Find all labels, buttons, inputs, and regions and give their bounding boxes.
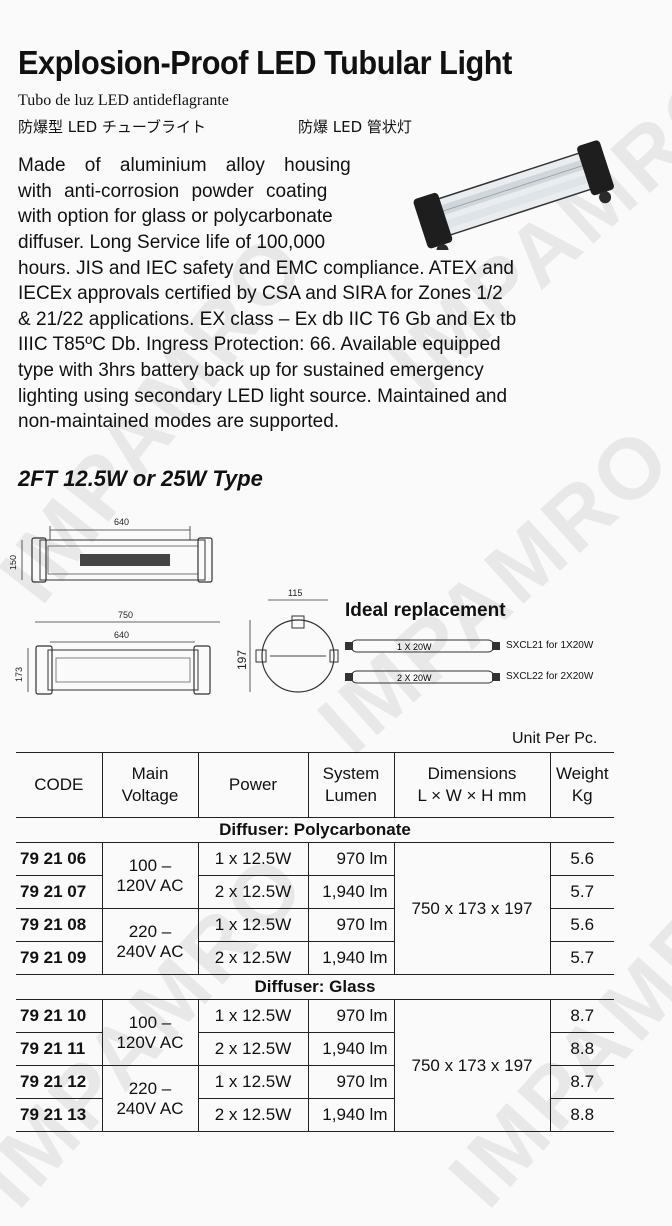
- table-row: 79 21 09 2 x 12.5W 1,940 lm 5.7: [16, 941, 614, 975]
- description-line: lighting using secondary LED light sourc…: [18, 386, 508, 407]
- description-line: non-maintained modes are supported.: [18, 411, 340, 432]
- tube-label: 1 X 20W: [397, 642, 432, 652]
- table-row: 79 21 08 220 –240V AC 1 x 12.5W 970 lm 5…: [16, 908, 614, 975]
- table-row: 79 21 06 100 –120V AC 1 x 12.5W 970 lm 7…: [16, 842, 614, 975]
- subtitle-chinese: 防爆 LED 管状灯: [298, 118, 412, 136]
- dim-197: 197: [235, 650, 249, 670]
- replacement-tube-1: 1 X 20W: [345, 639, 500, 653]
- watermark: IMPAMRO: [300, 408, 672, 773]
- section-heading: 2FT 12.5W or 25W Type: [18, 466, 263, 491]
- header-code: CODE: [16, 752, 103, 818]
- table-row: 79 21 12 220 –240V AC 1 x 12.5W 970 lm 8…: [16, 1065, 614, 1132]
- unit-label: Unit Per Pc.: [512, 730, 598, 747]
- ideal-replacement-heading: Ideal replacement: [345, 600, 506, 621]
- page-title: Explosion-Proof LED Tubular Light: [18, 44, 512, 81]
- dim-750: 750: [118, 610, 133, 620]
- description-line: hours. JIS and IEC safety and EMC compli…: [18, 258, 515, 279]
- replacement-tube-2: 2 X 20W: [345, 670, 500, 684]
- description-line: IIIC T85ºC Db. Ingress Protection: 66. A…: [18, 334, 501, 355]
- dim-640-top: 640: [114, 517, 129, 527]
- dim-150: 150: [10, 555, 18, 570]
- description-line: with anti-corrosion powder coating: [18, 181, 328, 202]
- dim-115: 115: [288, 588, 302, 598]
- group-label: Diffuser: Glass: [16, 974, 614, 1000]
- table-row: 79 21 10 100 –120V AC 1 x 12.5W 970 lm 7…: [16, 999, 614, 1132]
- description-line: & 21/22 applications. EX class – Ex db I…: [18, 309, 517, 330]
- group-row-glass: Diffuser: Glass: [16, 974, 614, 1000]
- table-row: 79 21 07 2 x 12.5W 1,940 lm 5.7: [16, 875, 614, 909]
- product-photo: [413, 140, 614, 250]
- technical-drawing: 640 150 750 640 173 115 197: [10, 517, 339, 695]
- subtitle-spanish: Tubo de luz LED antideflagrante: [18, 92, 229, 109]
- description-line: diffuser. Long Service life of 100,000: [18, 232, 326, 253]
- group-label: Diffuser: Polycarbonate: [16, 817, 614, 843]
- dim-173: 173: [14, 667, 24, 682]
- table-row: 79 21 13 2 x 12.5W 1,940 lm 8.8: [16, 1098, 614, 1132]
- dimensions-cell: 750 x 173 x 197: [393, 999, 551, 1132]
- dim-640-bottom: 640: [114, 630, 129, 640]
- description-line: with option for glass or polycarbonate: [18, 206, 333, 227]
- tube-label: 2 X 20W: [397, 673, 432, 683]
- replacement-text-2: SXCL22 for 2X20W: [506, 671, 594, 682]
- description-line: IECEx approvals certified by CSA and SIR…: [18, 283, 503, 304]
- description-line: type with 3hrs battery back up for susta…: [18, 360, 484, 381]
- group-row-polycarbonate: Diffuser: Polycarbonate: [16, 817, 614, 843]
- header-power: Power: [197, 752, 309, 818]
- replacement-text-1: SXCL21 for 1X20W: [506, 640, 594, 651]
- description-line: Made of aluminium alloy housing: [18, 155, 351, 176]
- dimensions-cell: 750 x 173 x 197: [393, 842, 551, 975]
- subtitle-japanese: 防爆型 LED チューブライト: [18, 118, 207, 136]
